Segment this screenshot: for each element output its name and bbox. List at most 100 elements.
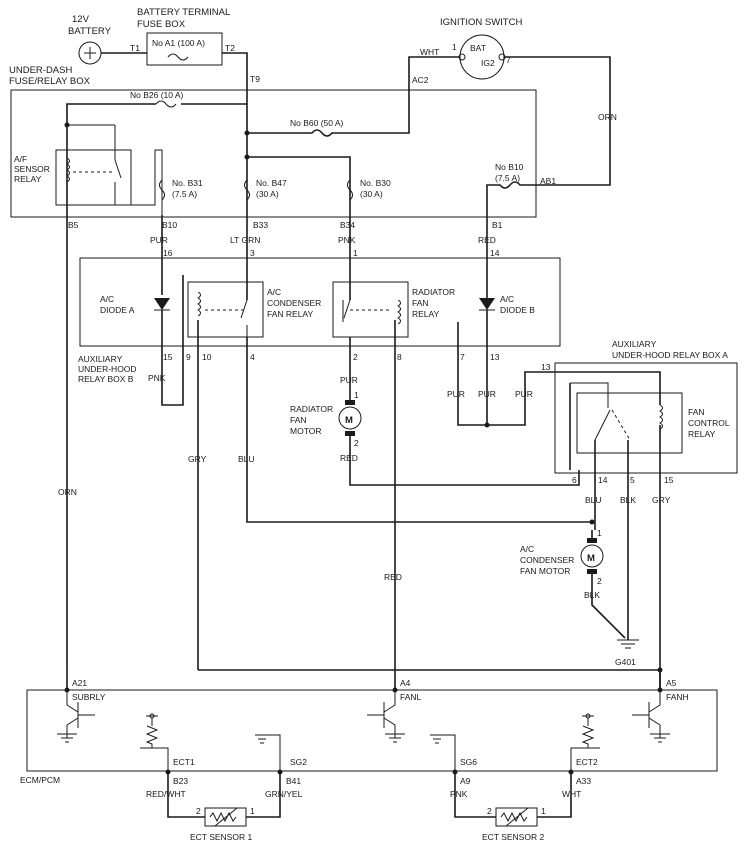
- aux-relay-box-b: AUXILIARY UNDER-HOOD RELAY BOX B 16 3 1 …: [78, 248, 561, 384]
- rad-motor-m: M: [345, 415, 353, 426]
- pin-1: 1: [353, 248, 358, 258]
- pin-a5: A5: [666, 678, 677, 688]
- af-relay-label-1: A/F: [14, 154, 27, 164]
- fuse-b10-label-1: No B10: [495, 162, 524, 172]
- wire-pur-label-4: PUR: [515, 389, 533, 399]
- wire-wht: [373, 56, 459, 134]
- transistor-fanl: [367, 690, 405, 743]
- pin-a9: A9: [460, 776, 471, 786]
- pin-t2: T2: [225, 43, 235, 53]
- sg6-circuit: SG6: [430, 734, 477, 772]
- pin-ect2: ECT2: [576, 757, 598, 767]
- wire-pnk-ecm-label: PNK: [450, 789, 468, 799]
- pin-3: 3: [250, 248, 255, 258]
- rad-relay-label-3: RELAY: [412, 309, 440, 319]
- fuse-b26-symbol: [155, 100, 177, 108]
- pin-ab1: AB1: [540, 176, 556, 186]
- transistor-subrly: [57, 690, 95, 743]
- pin-sg2: SG2: [290, 757, 307, 767]
- relay-a-pin6: 6: [572, 475, 577, 485]
- battery-label-1: 12V: [72, 14, 90, 25]
- wire-red-rad-ground: [349, 436, 580, 486]
- wire-b26-orn: [66, 103, 156, 670]
- pin-b33: B33: [253, 220, 268, 230]
- wire-orn-ig2: [505, 56, 611, 186]
- ac-condenser-fan-motor: M 1 2 A/C CONDENSER FAN MOTOR: [520, 528, 604, 586]
- ect1-pin1: 1: [250, 806, 255, 816]
- ect-sensor-2-label: ECT SENSOR 2: [482, 832, 544, 842]
- aux-relay-box-a: AUXILIARY UNDER-HOOD RELAY BOX A 13: [541, 339, 738, 474]
- cond-relay-label-3: FAN RELAY: [267, 309, 313, 319]
- pin-14: 14: [490, 248, 500, 258]
- pin-fanl: FANL: [400, 692, 422, 702]
- rad-motor-label-2: FAN: [290, 415, 307, 425]
- ect-sensor-1-label: ECT SENSOR 1: [190, 832, 252, 842]
- pin-b23: B23: [173, 776, 188, 786]
- wire-battery-main: [101, 52, 248, 90]
- cond-relay-label-1: A/C: [267, 287, 281, 297]
- pin-7: 7: [460, 352, 465, 362]
- pin-16: 16: [163, 248, 173, 258]
- fuse-b26-label: No B26 (10 A): [130, 90, 184, 100]
- ect2-pin1: 1: [541, 806, 546, 816]
- underdash-label-2: FUSE/RELAY BOX: [9, 76, 91, 87]
- wire-redwht-label: RED/WHT: [146, 789, 186, 799]
- ecm-label: ECM/PCM: [20, 775, 60, 785]
- rad-relay-label-2: FAN: [412, 298, 429, 308]
- wire-blk-motor: [591, 530, 626, 639]
- fan-relay-label-1: FAN: [688, 407, 705, 417]
- diode-a-label-2: DIODE A: [100, 305, 135, 315]
- sg2-circuit: SG2: [255, 734, 307, 772]
- junction: [484, 422, 490, 428]
- fuse-b30-label-1: No. B30: [360, 178, 391, 188]
- rad-motor-label-3: MOTOR: [290, 426, 321, 436]
- fuse-a1-label: No A1 (100 A): [152, 38, 205, 48]
- battery: 12V BATTERY: [68, 14, 112, 65]
- fuse-b31-label-1: No. B31: [172, 178, 203, 188]
- radiator-fan-relay: RADIATOR FAN RELAY: [332, 281, 455, 338]
- pin-t1: T1: [130, 43, 140, 53]
- wire-pur-rad-label: PUR: [340, 375, 358, 385]
- cond-relay-label-2: CONDENSER: [267, 298, 321, 308]
- relay-a-pin5: 5: [630, 475, 635, 485]
- pin-a21: A21: [72, 678, 87, 688]
- cond-motor-pin1: 1: [597, 528, 602, 538]
- rad-motor-label-1: RADIATOR: [290, 404, 333, 414]
- relay-box-b-label-1: AUXILIARY: [78, 354, 123, 364]
- wire-blu-label: BLU: [238, 454, 255, 464]
- fan-relay-label-3: RELAY: [688, 429, 716, 439]
- pin-2: 2: [353, 352, 358, 362]
- fuse-b10: No B10 (7.5 A): [486, 162, 528, 215]
- under-dash-fuse-relay-box: UNDER-DASH FUSE/RELAY BOX: [9, 65, 537, 218]
- fuse-b47: No. B47 (30 A): [244, 178, 287, 201]
- relay-box-b-label-3: RELAY BOX B: [78, 374, 134, 384]
- diode-b-label-1: A/C: [500, 294, 514, 304]
- af-sensor-relay: A/F SENSOR RELAY: [14, 125, 163, 215]
- wire-red-fanl-label: RED: [384, 572, 402, 582]
- relay-box-a-label-2: UNDER-HOOD RELAY BOX A: [612, 350, 728, 360]
- wire-wht-label: WHT: [420, 47, 439, 57]
- radiator-fan-motor: PUR M 1 2 RADIATOR FAN MOTOR: [290, 375, 362, 448]
- fuse-b47-label-2: (30 A): [256, 189, 279, 199]
- wire-blk-label: BLK: [620, 495, 636, 505]
- junction: [589, 519, 595, 525]
- pin-10: 10: [202, 352, 212, 362]
- fuse-b30-label-2: (30 A): [360, 189, 383, 199]
- fuse-b60-label: No B60 (50 A): [290, 118, 344, 128]
- fuse-b47-label-1: No. B47: [256, 178, 287, 188]
- fuse-b30: No. B30 (30 A): [347, 178, 391, 201]
- pin-ac2: AC2: [412, 75, 429, 85]
- pin-13: 13: [490, 352, 500, 362]
- fuse-b10-label-2: (7.5 A): [495, 173, 520, 183]
- pin-ect1: ECT1: [173, 757, 195, 767]
- pin-8: 8: [397, 352, 402, 362]
- pin-b10: B10: [162, 220, 177, 230]
- pin-b5: B5: [68, 220, 79, 230]
- ground-g401-label: G401: [615, 657, 636, 667]
- wire-grnyel-label: GRN/YEL: [265, 789, 303, 799]
- diode-b-label-2: DIODE B: [500, 305, 535, 315]
- wire-b60: [247, 129, 373, 137]
- fan-control-relay: FAN CONTROL RELAY: [555, 371, 730, 454]
